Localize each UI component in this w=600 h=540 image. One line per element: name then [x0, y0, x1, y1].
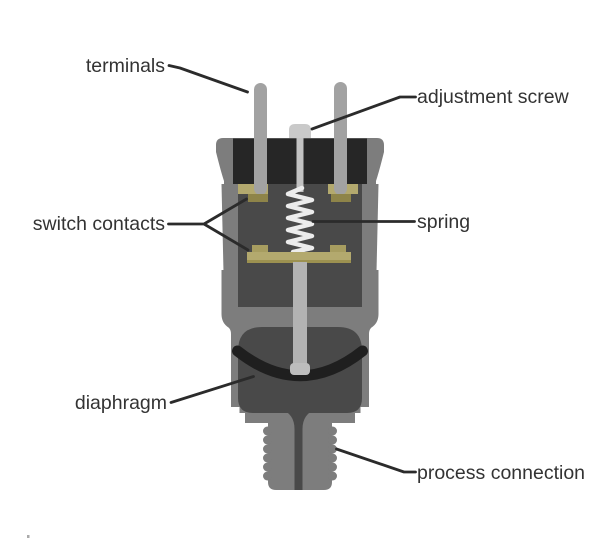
adjustment-screw-shaft — [296, 130, 304, 192]
leader-line-switch-contacts — [167, 197, 250, 252]
contact-plate — [247, 252, 351, 263]
leader-line-diaphragm — [169, 375, 255, 404]
thread-ridges-left — [263, 426, 272, 481]
label-switch-contacts: switch contacts — [33, 213, 165, 235]
terminal-left — [254, 83, 267, 195]
contact-pad-right — [330, 245, 346, 253]
thread-ridges-right — [328, 426, 337, 481]
spring-coil — [285, 185, 315, 255]
pressure-channel — [281, 409, 316, 490]
artifact-dot — [27, 535, 30, 538]
diaphragm-membrane — [232, 345, 368, 382]
contact-pad-left — [252, 245, 268, 253]
push-rod-foot — [290, 363, 310, 375]
switch-contact-step-right — [331, 194, 351, 202]
leader-line-adjustment-screw — [310, 95, 417, 131]
leader-line-terminals — [167, 64, 249, 94]
push-rod — [293, 262, 307, 368]
label-adjustment-screw: adjustment screw — [417, 86, 570, 108]
leader-line-process-connection — [335, 447, 417, 474]
switch-contact-upper-left — [238, 184, 268, 194]
terminal-right — [334, 82, 347, 195]
switch-contact-step-left — [248, 194, 268, 202]
contact-plate-edge — [247, 260, 351, 263]
label-process-connection: process connection — [417, 462, 585, 484]
adjustment-screw-head — [289, 124, 311, 138]
label-terminals: terminals — [86, 55, 165, 77]
label-diaphragm: diaphragm — [75, 392, 167, 414]
label-spring: spring — [417, 211, 470, 233]
